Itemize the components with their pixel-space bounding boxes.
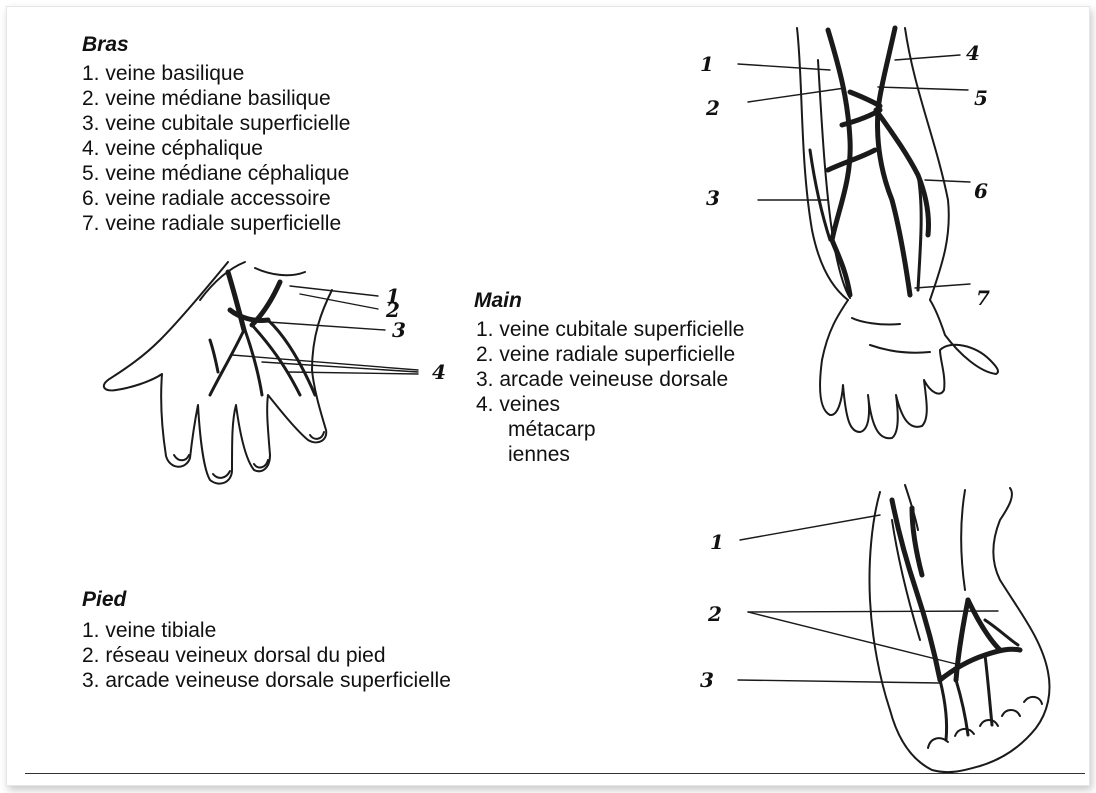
arm-callout-5: 5 bbox=[974, 88, 988, 108]
arm-callout-6: 6 bbox=[974, 181, 988, 201]
arm-callout-2: 2 bbox=[706, 98, 720, 118]
hand-callout-2: 2 bbox=[386, 300, 400, 320]
arm-callout-1: 1 bbox=[700, 54, 714, 74]
foot-callout-2: 2 bbox=[708, 604, 722, 624]
foot-callout-3: 3 bbox=[700, 670, 714, 690]
foot-callout-1: 1 bbox=[710, 532, 724, 552]
hand-callout-4: 4 bbox=[432, 362, 446, 382]
bottom-divider bbox=[25, 773, 1085, 774]
arm-callout-3: 3 bbox=[706, 188, 720, 208]
hand-callout-3: 3 bbox=[392, 320, 406, 340]
arm-callout-4: 4 bbox=[966, 43, 980, 63]
arm-callout-7: 7 bbox=[976, 288, 990, 308]
